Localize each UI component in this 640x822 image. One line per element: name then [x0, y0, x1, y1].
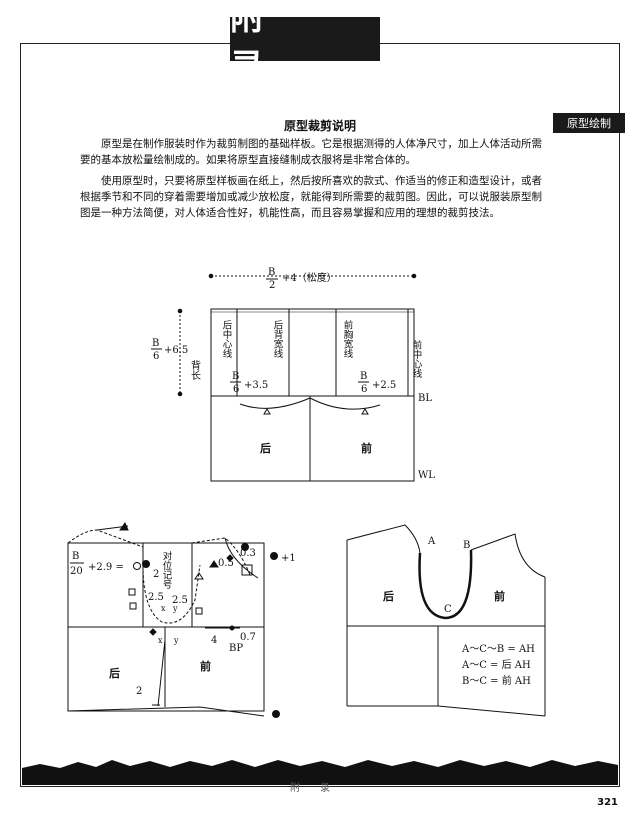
equation-3: B～C = 前 AH [462, 674, 531, 687]
x-label: x [161, 604, 166, 613]
back-dart-line [157, 639, 166, 707]
num-1-label: +1 [281, 553, 296, 564]
top-diagram-labels: B 2 +4（松度） B 6 +6.5 背长 后中心线 后背宽线 前胸宽线 前中… [152, 267, 435, 481]
detail-hem-line [67, 706, 265, 717]
back-shoulder-line [67, 529, 144, 548]
detail-armhole-curve [142, 559, 201, 624]
armhole-diagram-labels: A B C 后 前 A～C～B = AH A～C = 后 AH B～C = 前 … [383, 536, 535, 687]
top-pattern-diagram [151, 273, 417, 482]
dimension-end-dot [208, 273, 214, 279]
frac-b-label: B [152, 338, 159, 349]
footer-label: 附录 [290, 783, 350, 794]
front-chest-label: 前胸宽线 [342, 319, 354, 358]
dimension-end-dot [177, 391, 183, 397]
marker-diamond [226, 554, 234, 562]
num-03-label: 0.3 [240, 548, 256, 559]
formula-label: +2.9 = [88, 562, 124, 573]
right-add-label: +2.5 [372, 380, 396, 391]
num-25-label: 2.5 [172, 595, 188, 606]
frac-2-label: 2 [269, 280, 275, 291]
front-label: 前 [494, 589, 505, 603]
num-2b-label: 2 [136, 686, 142, 697]
back-label: 后 [260, 441, 271, 455]
x-label: x [158, 636, 163, 645]
frac-b-label: B [232, 371, 239, 382]
bodice-outline [210, 308, 415, 482]
footer-ink-band [22, 760, 618, 785]
hem-outline [347, 705, 546, 717]
bp-label: BP [229, 643, 243, 654]
marker-dot [241, 543, 249, 551]
frac-6-label: 6 [233, 384, 239, 395]
dimension-end-dot [411, 273, 417, 279]
y-label: y [172, 604, 178, 613]
frac-b-label: B [72, 551, 79, 562]
marker-square [241, 564, 253, 576]
width-formula: +4（松度） [282, 271, 337, 284]
alignment-mark-label: 对位记号 [161, 550, 173, 590]
marker-square [128, 588, 136, 596]
left-add-label: +3.5 [244, 380, 268, 391]
point-c-label: C [444, 604, 452, 615]
bl-label: BL [418, 393, 432, 404]
front-neck-curve [224, 537, 259, 579]
frac-20-label: 20 [70, 566, 83, 577]
back-label: 后 [383, 589, 394, 603]
back-center-label: 后中心线 [221, 320, 233, 358]
marker-triangle [194, 572, 204, 580]
front-label: 前 [361, 441, 372, 455]
detail-pattern-diagram [67, 521, 280, 718]
frac-6-label: 6 [153, 351, 159, 362]
marker-diamond [149, 628, 157, 636]
back-width-label: 后背宽线 [272, 320, 284, 358]
armhole-diagram [346, 524, 546, 717]
armhole-curve [418, 549, 473, 620]
frac-b-label: B [268, 267, 275, 278]
front-center-label: 前中心线 [411, 339, 423, 378]
marker-square [129, 602, 137, 610]
section-title: 原型裁剪说明 [283, 119, 356, 133]
wl-label: WL [418, 470, 435, 481]
y-label: y [173, 636, 179, 645]
point-a-label: A [427, 536, 436, 547]
num-2-label: 2 [153, 569, 159, 580]
bp-point [229, 625, 235, 631]
front-label: 前 [200, 659, 211, 673]
front-shoulder-line [191, 537, 251, 576]
front-armhole-curve [309, 397, 381, 410]
back-shoulder-outline [346, 524, 421, 554]
num-4-label: 4 [211, 635, 217, 646]
marker-circle [133, 562, 141, 570]
marker-square [195, 607, 203, 615]
side-tab-label: 原型绘制 [553, 113, 625, 133]
point-b-label: B [463, 540, 470, 551]
back-label: 后 [109, 666, 120, 680]
dimension-end-dot [177, 308, 183, 314]
detail-diagram-labels: B 20 +2.9 = 对位记号 2 2.5 2.5 0.5 0.3 +1 4 … [70, 548, 296, 697]
notch-triangle [263, 408, 271, 415]
num-07-label: 0.7 [240, 632, 256, 643]
num-25-label: 2.5 [148, 592, 164, 603]
page-number: 321 [597, 797, 618, 808]
front-shoulder-outline [470, 533, 546, 578]
equation-2: A～C = 后 AH [461, 659, 531, 671]
paragraph-1: 原型是在制作服装时作为裁剪制图的基础样板。它是根据测得的人体净尺寸，加上人体活动… [80, 138, 542, 166]
marker-dot [270, 552, 278, 560]
paragraph-2: 使用原型时，只要将原型样板画在纸上，然后按所喜欢的款式、作适当的修正和造型设计，… [80, 175, 542, 219]
notch-triangle [361, 408, 369, 415]
back-armhole-curve [239, 397, 311, 409]
equation-1: A～C～B = AH [461, 644, 535, 655]
height-add: +6.5 [164, 345, 188, 356]
marker-dot [272, 710, 280, 718]
back-length-label: 背长 [189, 359, 201, 380]
marker-dot [142, 560, 150, 568]
frac-6-label: 6 [361, 384, 367, 395]
marker-triangle [209, 560, 219, 568]
num-05-label: 0.5 [218, 558, 234, 569]
marker-triangle [119, 521, 129, 531]
frac-b-label: B [360, 371, 367, 382]
